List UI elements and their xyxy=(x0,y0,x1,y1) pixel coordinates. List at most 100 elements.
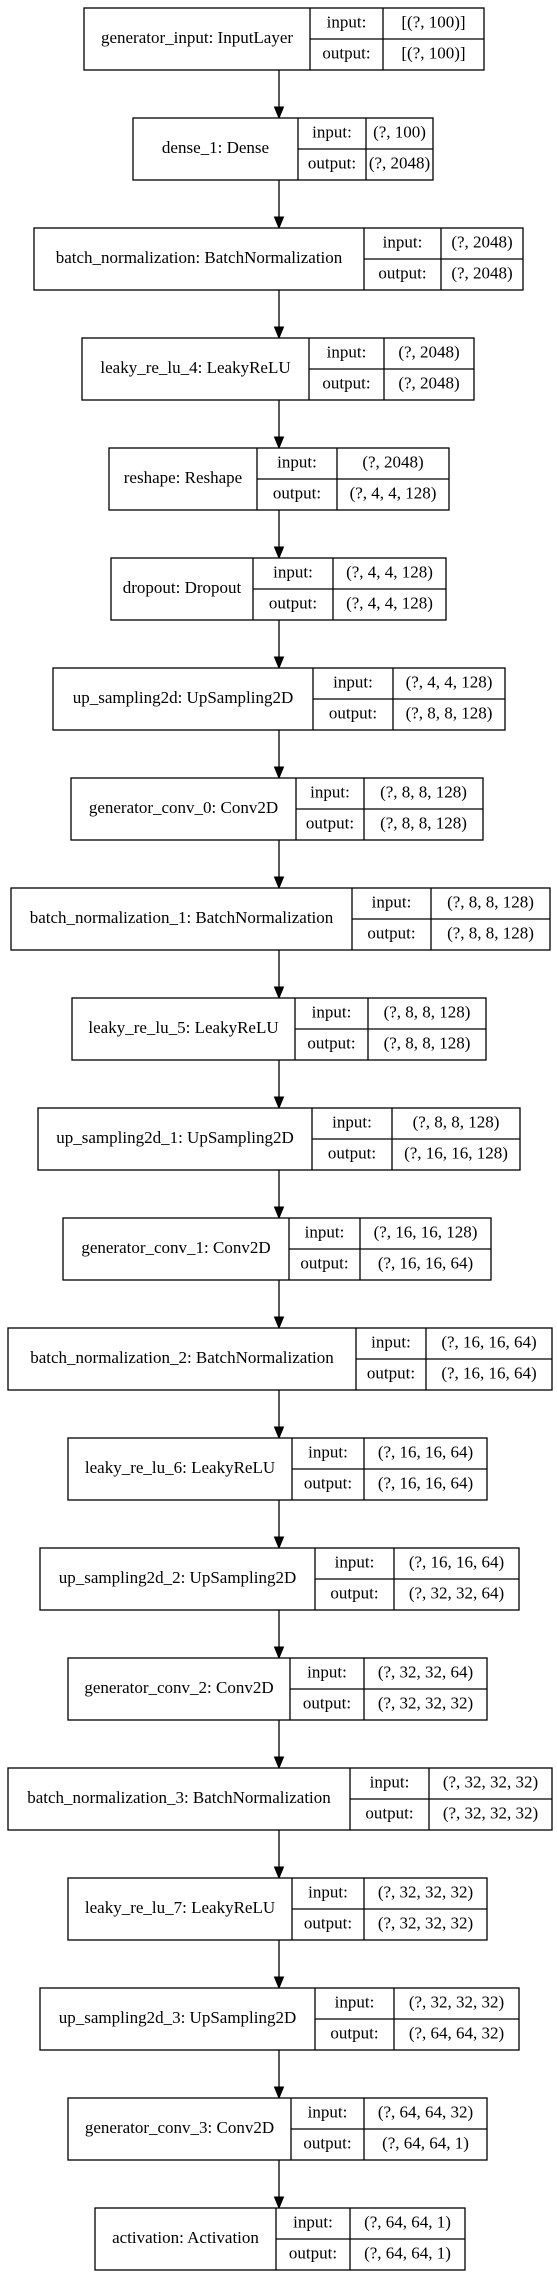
input-port-label: input: xyxy=(333,672,373,691)
output-shape-value: (?, 8, 8, 128) xyxy=(447,923,534,942)
layer-name-label: batch_normalization_3: BatchNormalizatio… xyxy=(27,1788,331,1807)
arrowhead-icon xyxy=(273,986,285,1000)
input-port-label: input: xyxy=(277,452,317,471)
output-port-label: output: xyxy=(307,1033,355,1052)
arrowhead-icon xyxy=(273,1976,285,1990)
output-port-label: output: xyxy=(300,1253,348,1272)
output-shape-value: (?, 4, 4, 128) xyxy=(346,593,433,612)
arrowhead-icon xyxy=(273,1646,285,1660)
output-shape-value: (?, 16, 16, 64) xyxy=(441,1363,536,1382)
layer-name-label: generator_conv_3: Conv2D xyxy=(85,2118,274,2137)
input-port-label: input: xyxy=(308,1442,348,1461)
input-port-label: input: xyxy=(308,2102,348,2121)
arrowhead-icon xyxy=(273,2196,285,2210)
output-port-label: output: xyxy=(329,703,377,722)
output-shape-value: [(?, 100)] xyxy=(401,43,465,62)
arrowhead-icon xyxy=(273,1756,285,1770)
layer-name-label: generator_conv_2: Conv2D xyxy=(84,1678,273,1697)
output-shape-value: (?, 2048) xyxy=(369,153,430,172)
input-shape-value: (?, 16, 16, 64) xyxy=(441,1332,536,1351)
layer-name-label: up_sampling2d_1: UpSampling2D xyxy=(56,1128,294,1147)
input-shape-value: (?, 2048) xyxy=(398,342,459,361)
arrowhead-icon xyxy=(273,1426,285,1440)
output-port-label: output: xyxy=(304,1473,352,1492)
layer-name-label: reshape: Reshape xyxy=(124,468,242,487)
input-shape-value: (?, 32, 32, 32) xyxy=(443,1772,538,1791)
input-shape-value: (?, 64, 64, 1) xyxy=(364,2212,451,2231)
layer-name-label: activation: Activation xyxy=(112,2228,259,2247)
output-port-label: output: xyxy=(269,593,317,612)
arrowhead-icon xyxy=(273,656,285,670)
input-shape-value: (?, 8, 8, 128) xyxy=(447,892,534,911)
input-shape-value: (?, 32, 32, 32) xyxy=(378,1882,473,1901)
input-shape-value: (?, 2048) xyxy=(451,232,512,251)
output-shape-value: (?, 32, 32, 64) xyxy=(409,1583,504,1602)
input-port-label: input: xyxy=(335,1992,375,2011)
arrowhead-icon xyxy=(273,216,285,230)
layer-name-label: leaky_re_lu_6: LeakyReLU xyxy=(85,1458,275,1477)
output-port-label: output: xyxy=(303,1693,351,1712)
arrowhead-icon xyxy=(273,1206,285,1220)
input-port-label: input: xyxy=(312,1002,352,1021)
input-port-label: input: xyxy=(327,342,367,361)
arrowhead-icon xyxy=(273,1866,285,1880)
output-shape-value: (?, 8, 8, 128) xyxy=(406,703,493,722)
output-port-label: output: xyxy=(330,1583,378,1602)
input-shape-value: (?, 16, 16, 128) xyxy=(374,1222,478,1241)
output-shape-value: (?, 64, 64, 32) xyxy=(409,2023,504,2042)
layer-name-label: up_sampling2d: UpSampling2D xyxy=(73,688,294,707)
output-shape-value: (?, 4, 4, 128) xyxy=(350,483,437,502)
layer-node-box xyxy=(67,1437,488,1501)
output-port-label: output: xyxy=(303,2133,351,2152)
input-port-label: input: xyxy=(370,1772,410,1791)
input-port-label: input: xyxy=(307,1662,347,1681)
output-port-label: output: xyxy=(367,1363,415,1382)
arrowhead-icon xyxy=(273,876,285,890)
output-shape-value: (?, 64, 64, 1) xyxy=(364,2243,451,2262)
layer-name-label: leaky_re_lu_7: LeakyReLU xyxy=(85,1898,275,1917)
input-shape-value: (?, 2048) xyxy=(362,452,423,471)
output-shape-value: (?, 2048) xyxy=(451,263,512,282)
input-port-label: input: xyxy=(335,1552,375,1571)
input-port-label: input: xyxy=(372,892,412,911)
layer-name-label: up_sampling2d_3: UpSampling2D xyxy=(59,2008,297,2027)
output-shape-value: (?, 16, 16, 128) xyxy=(404,1143,508,1162)
output-port-label: output: xyxy=(322,43,370,62)
input-port-label: input: xyxy=(293,2212,333,2231)
arrowhead-icon xyxy=(273,766,285,780)
output-shape-value: (?, 2048) xyxy=(398,373,459,392)
output-shape-value: (?, 32, 32, 32) xyxy=(443,1803,538,1822)
input-port-label: input: xyxy=(332,1112,372,1131)
input-shape-value: (?, 4, 4, 128) xyxy=(406,672,493,691)
input-port-label: input: xyxy=(308,1882,348,1901)
output-port-label: output: xyxy=(273,483,321,502)
input-shape-value: (?, 4, 4, 128) xyxy=(346,562,433,581)
output-shape-value: (?, 16, 16, 64) xyxy=(378,1473,473,1492)
output-port-label: output: xyxy=(289,2243,337,2262)
input-shape-value: (?, 8, 8, 128) xyxy=(413,1112,500,1131)
output-port-label: output: xyxy=(304,1913,352,1932)
input-shape-value: (?, 32, 32, 32) xyxy=(409,1992,504,2011)
input-shape-value: (?, 16, 16, 64) xyxy=(378,1442,473,1461)
output-port-label: output: xyxy=(322,373,370,392)
input-shape-value: [(?, 100)] xyxy=(401,12,465,31)
layer-name-label: batch_normalization: BatchNormalization xyxy=(56,248,343,267)
layer-name-label: generator_conv_0: Conv2D xyxy=(89,798,278,817)
input-shape-value: (?, 100) xyxy=(373,122,426,141)
layer-name-label: leaky_re_lu_5: LeakyReLU xyxy=(88,1018,278,1037)
output-port-label: output: xyxy=(330,2023,378,2042)
input-port-label: input: xyxy=(327,12,367,31)
output-port-label: output: xyxy=(367,923,415,942)
input-shape-value: (?, 32, 32, 64) xyxy=(378,1662,473,1681)
layer-name-label: dropout: Dropout xyxy=(123,578,242,597)
input-port-label: input: xyxy=(371,1332,411,1351)
layer-name-label: up_sampling2d_2: UpSampling2D xyxy=(59,1568,297,1587)
input-shape-value: (?, 8, 8, 128) xyxy=(384,1002,471,1021)
arrowhead-icon xyxy=(273,2086,285,2100)
output-port-label: output: xyxy=(378,263,426,282)
output-port-label: output: xyxy=(308,153,356,172)
output-port-label: output: xyxy=(365,1803,413,1822)
input-port-label: input: xyxy=(312,122,352,141)
arrowhead-icon xyxy=(273,1316,285,1330)
input-port-label: input: xyxy=(383,232,423,251)
